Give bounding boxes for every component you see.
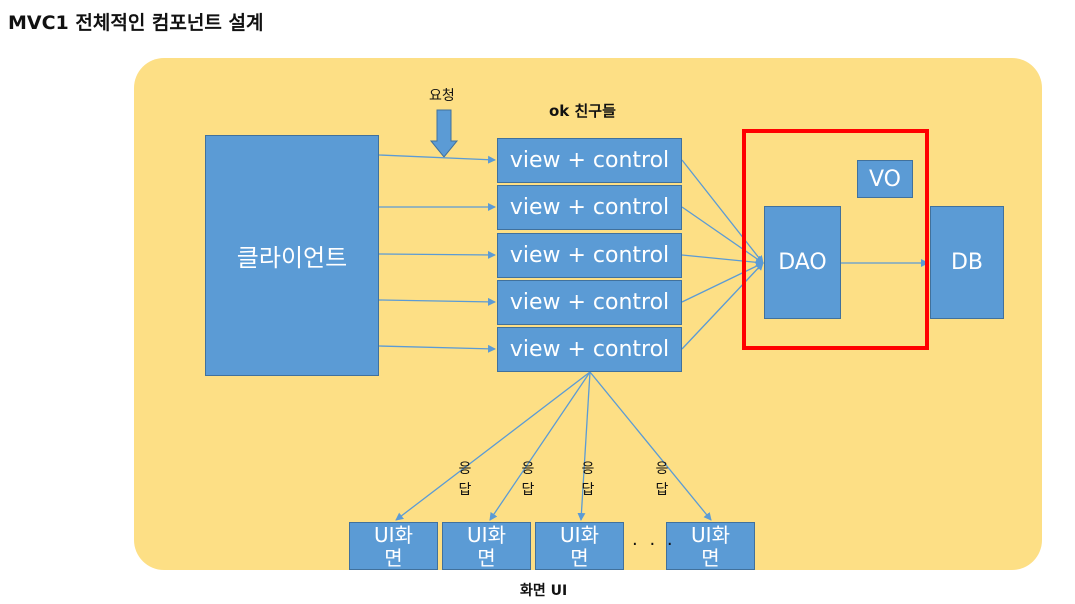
vc-to-dao-4	[681, 262, 764, 303]
view-control-box: view + control	[497, 185, 682, 230]
vc-to-ui-4	[589, 371, 712, 521]
vc-to-ui-1	[395, 371, 591, 521]
client-to-vc-3	[378, 250, 496, 259]
client-to-vc-5	[378, 344, 496, 353]
ellipsis: · · ·	[632, 534, 676, 555]
vc-to-dao-2	[681, 206, 764, 264]
view-control-box: view + control	[497, 233, 682, 278]
view-control-box: view + control	[497, 280, 682, 325]
vc-to-dao-3	[681, 254, 764, 267]
client-box: 클라이언트	[205, 135, 379, 376]
view-control-box: view + control	[497, 138, 682, 183]
dao-box: DAO	[764, 206, 841, 319]
vo-box: VO	[857, 160, 913, 198]
dao-highlight-frame	[742, 129, 929, 350]
vc-to-ui-2	[489, 371, 591, 521]
view-control-box: view + control	[497, 327, 682, 372]
page-title: MVC1 전체적인 컴포넌트 설계	[8, 12, 264, 34]
client-to-vc-4	[378, 297, 496, 306]
request-arrow-icon	[429, 109, 459, 158]
client-to-vc-1	[378, 154, 496, 164]
request-label: 요청	[429, 88, 455, 104]
footer-label: 화면 UI	[520, 583, 568, 599]
vc-to-dao-5	[681, 262, 764, 350]
group-label: ok 친구들	[549, 102, 616, 120]
vc-to-ui-3	[577, 371, 591, 521]
vc-to-dao-1	[681, 159, 764, 264]
db-box: DB	[930, 206, 1004, 319]
